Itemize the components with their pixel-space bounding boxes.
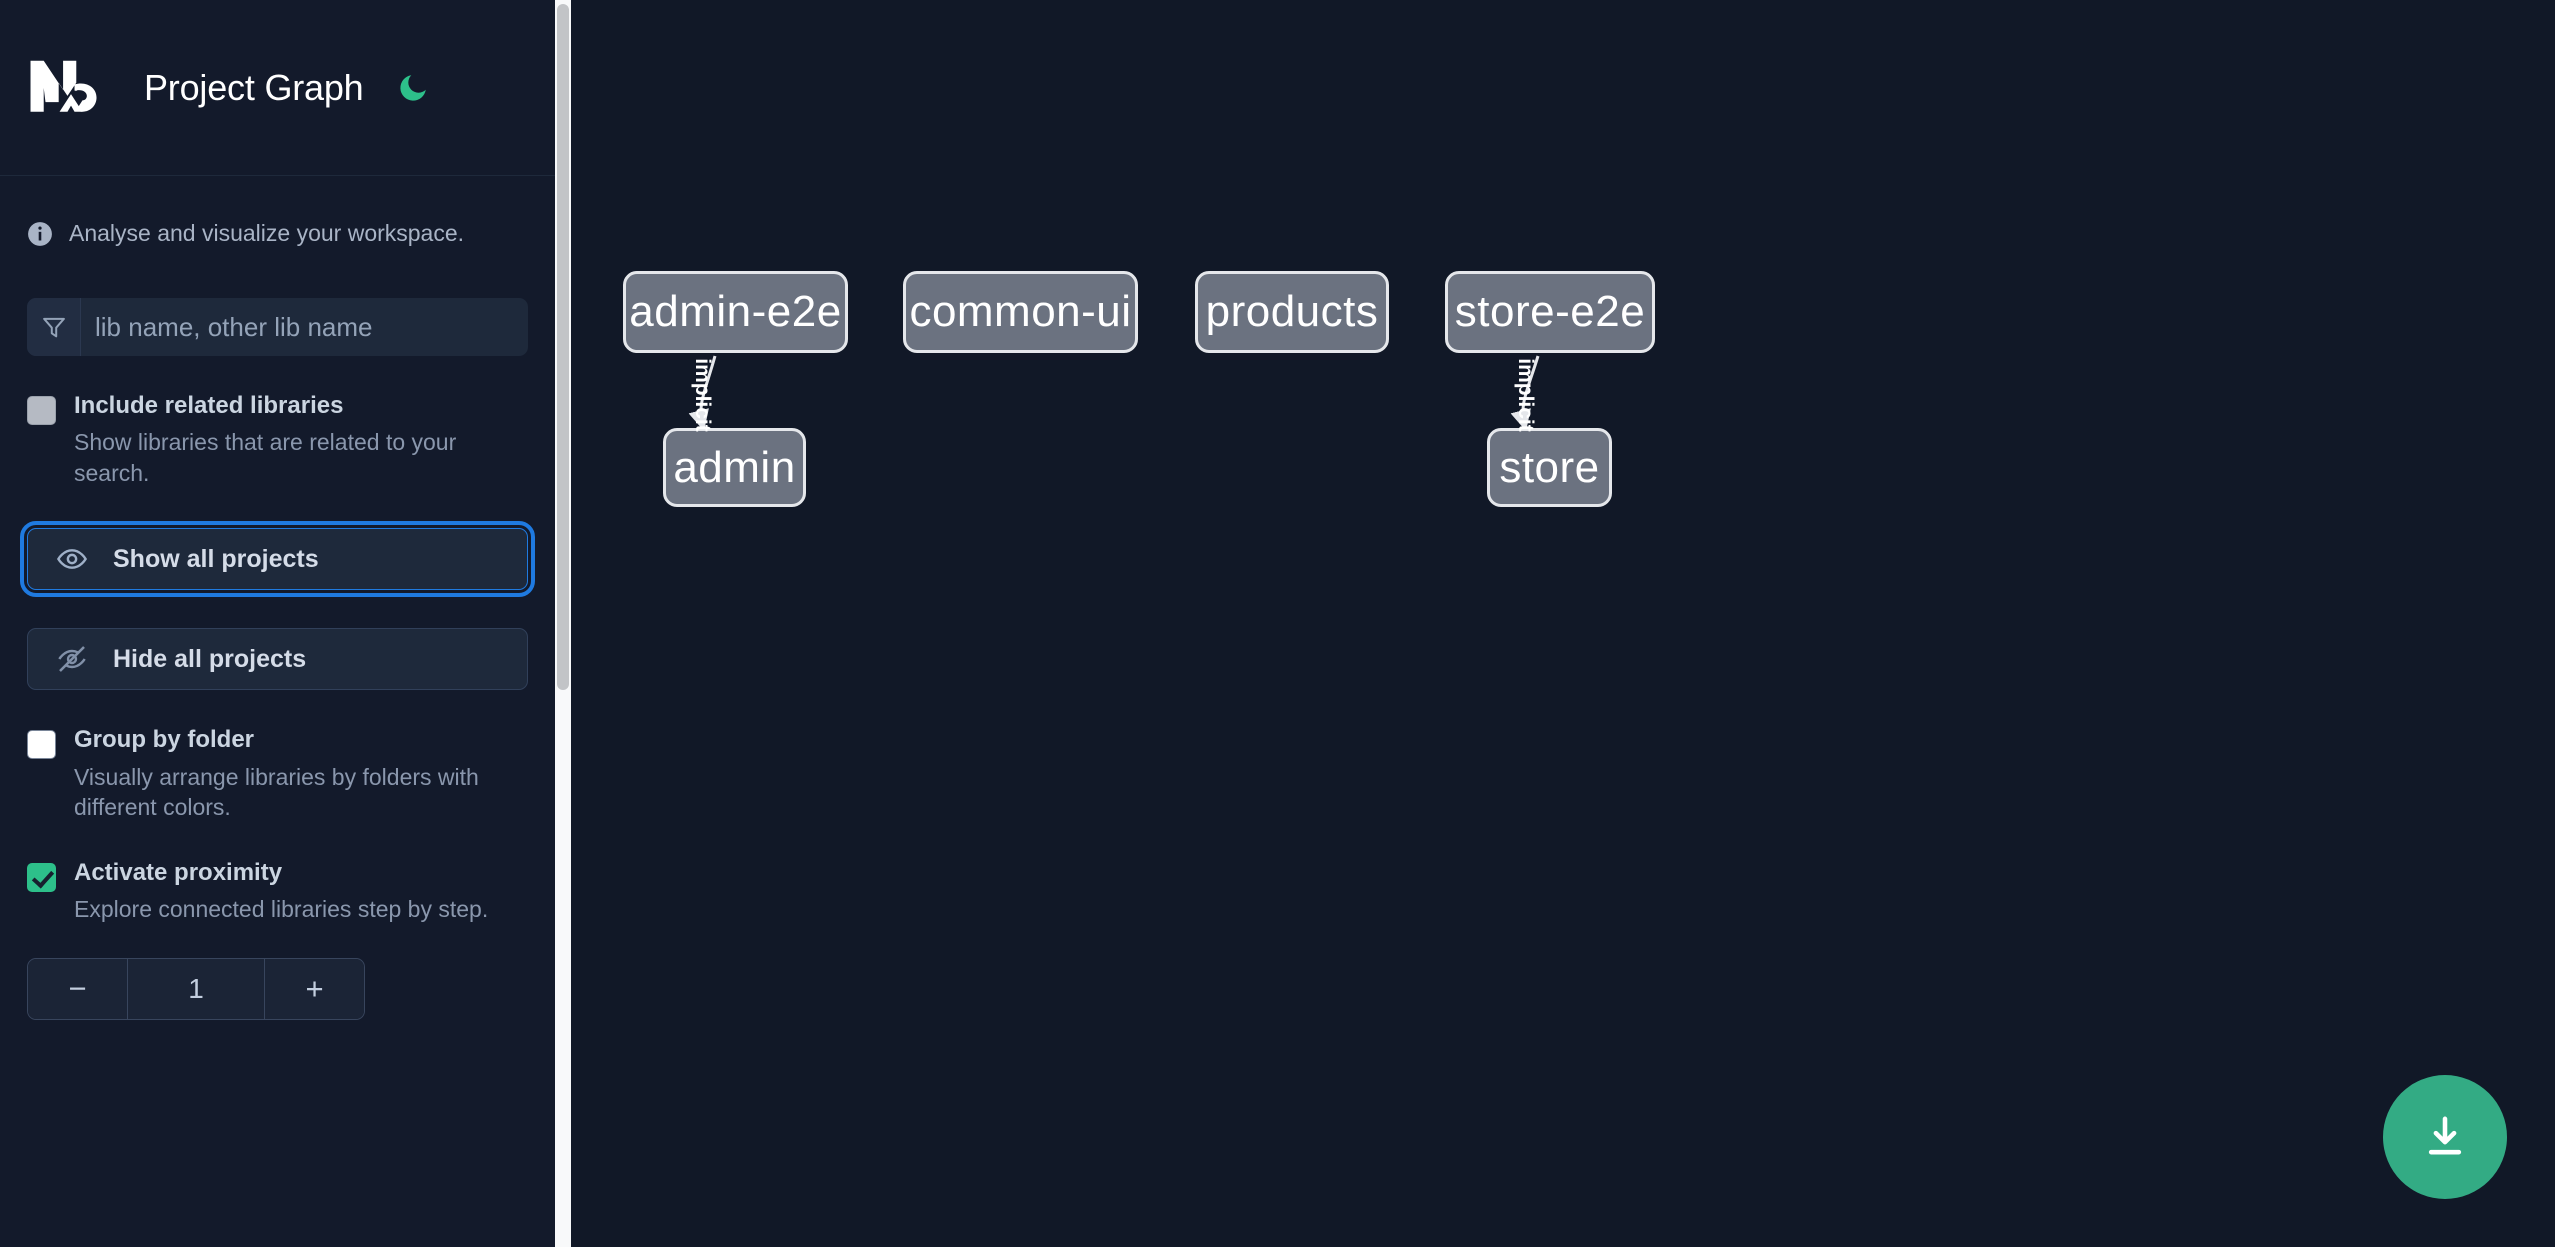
option-group-by-folder[interactable]: Group by folder Visually arrange librari… [27,727,528,822]
filter-icon [27,298,81,356]
search-input[interactable] [81,298,528,356]
sidebar: Project Graph Analyse and visualize your… [0,0,555,1247]
graph-node-products[interactable]: products [1195,271,1389,353]
edge-admin-e2e-to-admin [688,355,717,432]
option-include-related-libraries[interactable]: Include related libraries Show libraries… [27,393,528,488]
graph-node-common-ui[interactable]: common-ui [903,271,1138,353]
search-field[interactable] [27,298,528,356]
workspace-info-text: Analyse and visualize your workspace. [69,220,465,246]
activate-proximity-text: Activate proximity Explore connected lib… [74,858,528,925]
group-by-folder-checkbox-col [27,727,74,822]
download-icon [2428,1116,2462,1155]
download-graph-button[interactable] [2383,1075,2507,1199]
show-all-projects-label: Show all projects [113,544,319,573]
activate-proximity-checkbox[interactable] [27,862,56,892]
option-description: Explore connected libraries step by step… [74,895,489,922]
graph-edges [688,355,1540,432]
option-description: Visually arrange libraries by folders wi… [74,763,479,821]
graph-canvas[interactable]: admin-e2e common-ui products store-e2e a… [555,0,2555,1247]
proximity-decrement-button[interactable]: − [28,959,128,1020]
edge-label-store-e2e-to-store: implicit [1513,358,1537,432]
proximity-value: 1 [128,959,264,1020]
graph-node-admin[interactable]: admin [663,428,806,507]
proximity-stepper[interactable]: − 1 + [27,958,365,1021]
graph-node-store[interactable]: store [1487,428,1612,507]
hide-all-projects-button[interactable]: Hide all projects [27,628,528,691]
include-related-libraries-checkbox-col [27,393,74,488]
include-related-libraries-checkbox[interactable] [27,396,56,425]
page-title: Project Graph [144,66,364,108]
proximity-increment-button[interactable]: + [264,959,364,1020]
group-by-folder-checkbox[interactable] [27,730,56,760]
moon-icon[interactable] [392,67,434,109]
option-title: Group by folder [74,726,254,754]
graph-node-admin-e2e[interactable]: admin-e2e [623,271,848,353]
include-related-libraries-text: Include related libraries Show libraries… [74,393,528,488]
sidebar-body: Analyse and visualize your workspace. In… [0,176,555,1021]
option-activate-proximity[interactable]: Activate proximity Explore connected lib… [27,858,528,925]
workspace-info: Analyse and visualize your workspace. [27,176,528,247]
sidebar-scrollbar-thumb[interactable] [557,4,569,690]
option-title: Activate proximity [74,858,283,886]
edge-store-e2e-to-store [1510,355,1540,432]
activate-proximity-checkbox-col [27,860,74,925]
edge-label-admin-e2e-to-admin: implicit [690,358,714,432]
sidebar-header: Project Graph [0,0,555,176]
eye-icon [57,549,87,570]
moon-glyph [399,74,426,101]
info-icon [28,221,52,246]
group-by-folder-text: Group by folder Visually arrange librari… [74,727,528,822]
eye-off-icon [58,646,86,673]
option-title: Include related libraries [74,392,344,419]
show-all-projects-button[interactable]: Show all projects [20,521,535,598]
option-description: Show libraries that are related to your … [74,429,457,486]
graph-node-store-e2e[interactable]: store-e2e [1445,271,1655,353]
hide-all-projects-label: Hide all projects [113,644,307,673]
filter-glyph [42,317,65,338]
visibility-button-group: Show all projects Hide all projects [20,521,535,691]
nx-logo-icon [30,60,97,112]
sidebar-scrollbar[interactable] [555,0,571,1247]
